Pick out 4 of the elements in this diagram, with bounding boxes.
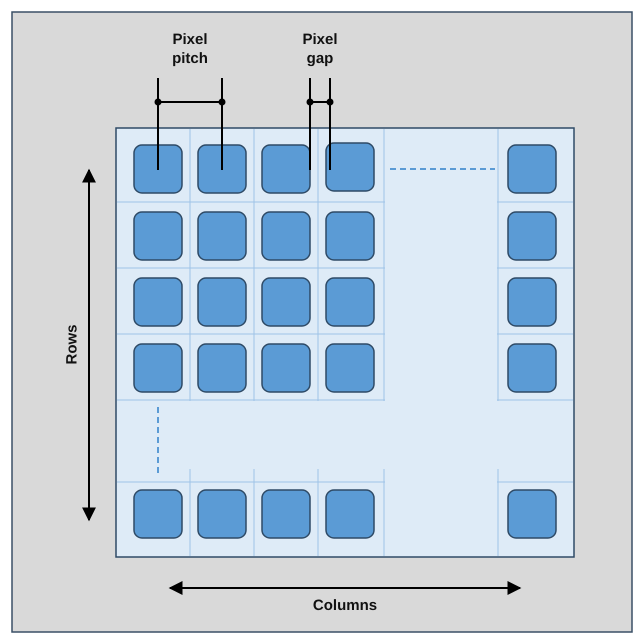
axis-label: Rows — [62, 324, 82, 367]
dimension-label: Pixel gap — [301, 30, 339, 68]
dimension-label: Pixel pitch — [171, 30, 209, 68]
axis-label: Columns — [312, 596, 378, 615]
